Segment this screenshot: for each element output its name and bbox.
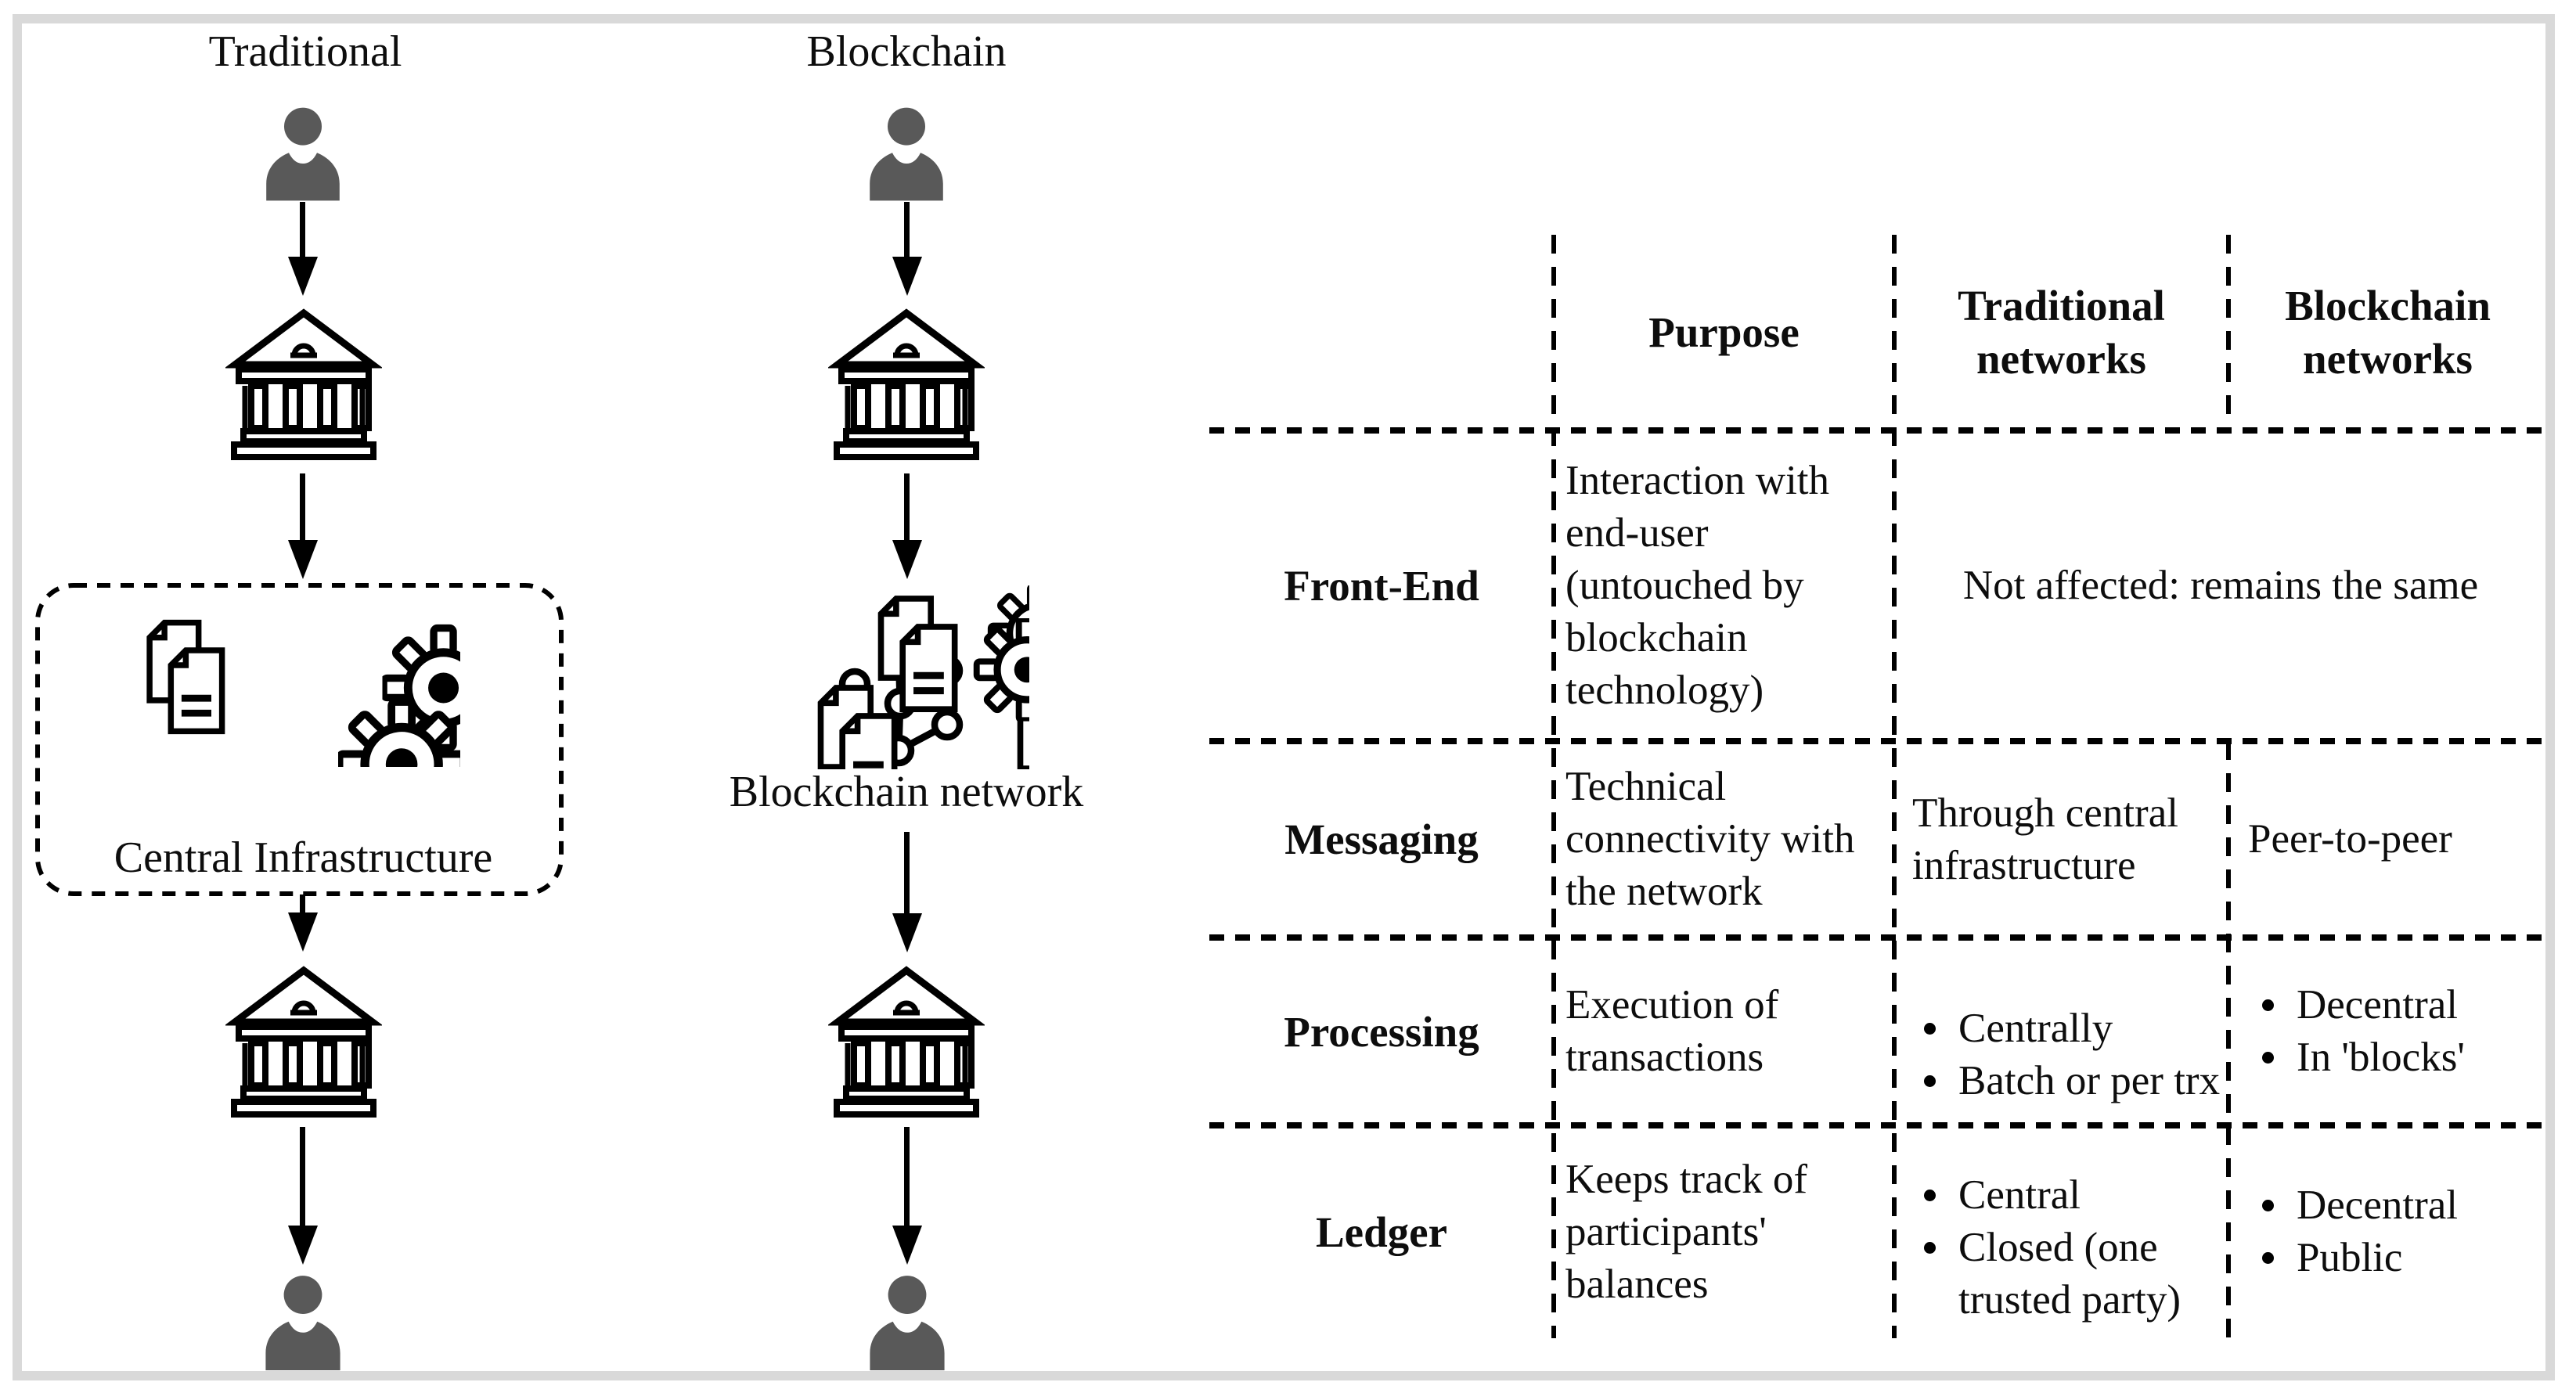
cell-processing-traditional: Centrally Batch or per trx <box>1919 938 2225 1125</box>
row-header-ledger: Ledger <box>1209 1125 1554 1338</box>
cell-front-end-both-networks: Not affected: remains the same <box>1894 430 2547 741</box>
blockchain-column-title: Blockchain <box>806 27 1007 76</box>
bank-icon <box>828 963 985 1121</box>
row-header-label: Ledger <box>1315 1208 1447 1256</box>
person-icon <box>859 1267 955 1374</box>
arrow-down-icon <box>300 202 305 257</box>
cell-text: Decentral <box>2297 982 2458 1028</box>
cell-front-end-purpose: Interaction with end-user (untouched by … <box>1565 430 1890 741</box>
bank-icon <box>225 963 382 1121</box>
cell-text: Batch or per trx <box>1958 1058 2221 1103</box>
cell-text: Not affected: remains the same <box>1962 563 2479 608</box>
person-icon <box>256 103 350 201</box>
cell-text: Centrally <box>1958 1006 2113 1051</box>
documents-icon <box>821 688 895 769</box>
cell-processing-purpose: Execution of transactions <box>1565 938 1890 1125</box>
bank-icon <box>828 305 985 463</box>
bullet-item: Closed (one trusted party) <box>1919 1222 2225 1326</box>
bullet-item: Decentral <box>2257 1179 2545 1232</box>
gears-icon <box>977 586 1029 720</box>
cell-messaging-traditional: Through central infrastructure <box>1912 741 2218 938</box>
arrow-down-icon <box>904 832 910 913</box>
gears-icon <box>338 609 460 767</box>
cell-text: Technical connectivity with the network <box>1565 764 1855 914</box>
column-header-traditional-networks: Traditional networks <box>1894 235 2228 430</box>
row-header-processing: Processing <box>1209 938 1554 1125</box>
bank-icon <box>225 305 382 463</box>
cell-text: Keeps track of participants' balances <box>1565 1156 1808 1307</box>
bullet-item: Public <box>2257 1232 2545 1284</box>
arrow-down-icon <box>300 1127 305 1226</box>
row-header-label: Processing <box>1284 1007 1479 1056</box>
cell-messaging-blockchain: Peer-to-peer <box>2248 741 2541 938</box>
row-header-messaging: Messaging <box>1209 741 1554 938</box>
central-infrastructure-label: Central Infrastructure <box>113 833 493 882</box>
arrow-down-icon <box>904 473 910 540</box>
arrow-down-icon <box>904 202 910 257</box>
traditional-column-title: Traditional <box>208 27 402 76</box>
column-header-label: Traditional networks <box>1958 282 2165 383</box>
cell-text: Closed (one trusted party) <box>1958 1224 2181 1323</box>
bullet-item: Decentral <box>2257 979 2545 1031</box>
cell-ledger-purpose: Keeps track of participants' balances <box>1565 1125 1890 1338</box>
cell-text: Central <box>1958 1172 2081 1218</box>
bullet-item: In 'blocks' <box>2257 1031 2545 1084</box>
arrow-down-icon <box>300 894 305 912</box>
cell-text: In 'blocks' <box>2297 1035 2465 1080</box>
column-header-purpose: Purpose <box>1554 235 1894 430</box>
arrow-down-icon <box>904 1127 910 1226</box>
column-header-label: Blockchain networks <box>2285 282 2491 383</box>
cell-text: Decentral <box>2297 1182 2458 1228</box>
bullet-item: Centrally <box>1919 1002 2225 1055</box>
cell-processing-blockchain: Decentral In 'blocks' <box>2257 938 2545 1125</box>
bullet-item: Batch or per trx <box>1919 1055 2225 1107</box>
blockchain-network-icon <box>763 585 1029 769</box>
cell-text: Public <box>2297 1235 2403 1280</box>
cell-ledger-traditional: Central Closed (one trusted party) <box>1919 1125 2225 1338</box>
row-header-label: Front-End <box>1284 562 1479 610</box>
bullet-item: Central <box>1919 1169 2225 1222</box>
row-header-front-end: Front-End <box>1209 430 1554 741</box>
cell-text: Execution of transactions <box>1565 982 1779 1080</box>
cell-messaging-purpose: Technical connectivity with the network <box>1565 741 1890 938</box>
person-icon <box>859 103 953 201</box>
cell-text: Peer-to-peer <box>2248 816 2452 862</box>
documents-icon <box>132 615 238 739</box>
blockchain-network-label: Blockchain network <box>729 768 1084 816</box>
cell-text: Interaction with end-user (untouched by … <box>1565 458 1830 713</box>
cell-text: Through central infrastructure <box>1912 790 2178 888</box>
column-header-label: Purpose <box>1648 308 1800 356</box>
row-header-label: Messaging <box>1284 815 1479 863</box>
cell-ledger-blockchain: Decentral Public <box>2257 1125 2545 1338</box>
arrow-down-icon <box>300 473 305 540</box>
person-icon <box>255 1267 351 1374</box>
column-header-blockchain-networks: Blockchain networks <box>2228 235 2547 430</box>
